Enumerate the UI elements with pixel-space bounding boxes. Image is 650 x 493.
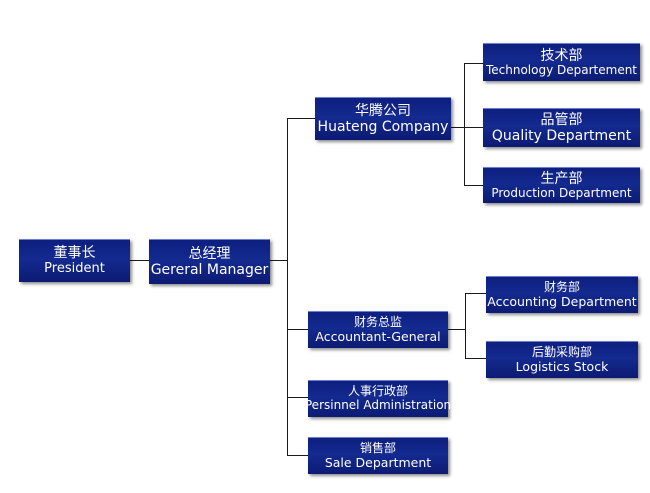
node-accountant-zh: 财务总监 [353,314,402,329]
node-general-manager-zh: 总经理 [188,245,231,262]
connector-to-technology [464,63,483,64]
node-president-zh: 董事长 [53,245,96,262]
node-accounting: 财务部 Accounting Department [486,276,638,313]
node-personnel-en: Persinnel Administration [304,398,452,412]
node-technology-zh: 技术部 [540,47,583,64]
node-sale-zh: 销售部 [359,440,396,455]
node-quality: 品管部 Quality Department [483,108,640,147]
node-production: 生产部 Production Department [483,167,640,203]
connector-to-quality [464,127,483,128]
connector-accountant-vertical [465,293,466,359]
connector-accountant-trunk [448,329,466,330]
connector-gm-trunk [270,260,288,261]
node-sale: 销售部 Sale Department [308,437,448,474]
node-general-manager: 总经理 Gereral Manager [149,239,270,284]
node-accountant: 财务总监 Accountant-General [308,311,448,348]
node-logistics-zh: 后勤采购部 [531,344,592,359]
connector-to-personnel [287,397,308,398]
node-huateng-en: Huateng Company [317,119,449,135]
node-president: 董事长 President [19,239,130,282]
node-president-en: President [44,260,105,276]
node-quality-zh: 品管部 [540,111,583,128]
node-huateng: 华腾公司 Huateng Company [315,97,451,140]
node-production-en: Production Department [491,185,632,200]
node-technology-en: Technology Departement [485,62,638,77]
node-accountant-en: Accountant-General [315,328,441,344]
connector-to-accounting [465,293,486,294]
node-sale-en: Sale Department [324,454,432,470]
node-general-manager-en: Gereral Manager [150,262,269,278]
node-personnel-zh: 人事行政部 [347,384,408,399]
node-logistics-en: Logistics Stock [515,358,609,374]
node-accounting-zh: 财务部 [543,279,580,294]
node-huateng-zh: 华腾公司 [355,102,411,119]
connector-to-production [464,185,483,186]
node-personnel: 人事行政部 Persinnel Administration [304,380,452,417]
connector-to-accountant [287,329,308,330]
connector-to-sale [287,455,308,456]
connector-main-vertical [287,118,288,455]
node-quality-en: Quality Department [491,128,632,144]
node-technology: 技术部 Technology Departement [483,43,640,81]
node-production-zh: 生产部 [540,170,583,187]
connector-huateng-trunk [451,127,465,128]
node-accounting-en: Accounting Department [487,293,637,309]
node-logistics: 后勤采购部 Logistics Stock [486,341,638,378]
connector-huateng-vertical [464,63,465,186]
connector-president-gm [130,260,149,261]
connector-to-logistics [465,358,486,359]
connector-to-huateng [287,118,315,119]
